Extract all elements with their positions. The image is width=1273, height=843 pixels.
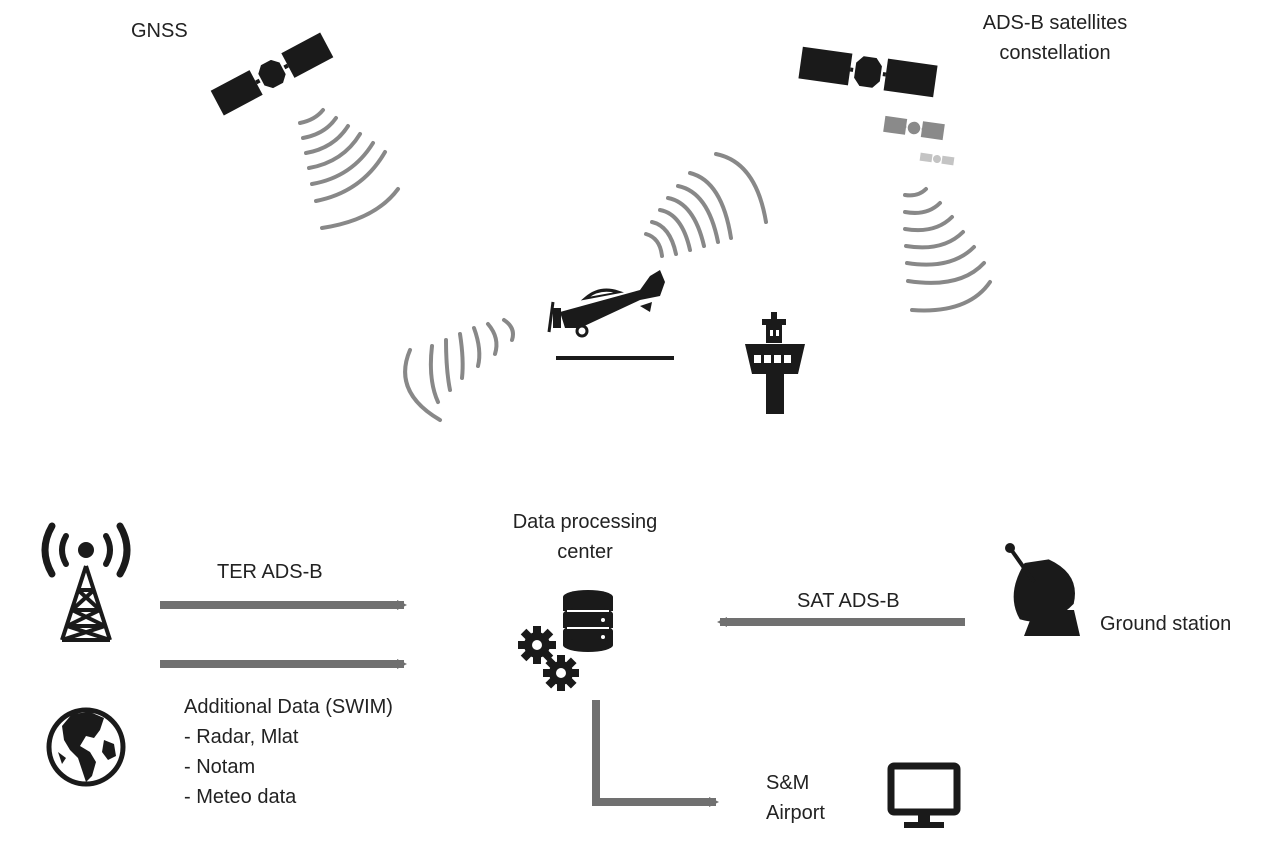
control-tower-icon [745,312,805,414]
additional-data-title: Additional Data (SWIM) [184,696,393,718]
additional-data-notam: - Notam [184,756,256,778]
adsb-constellation-label-line1: ADS-B satellites [982,12,1128,34]
additional-data-radar: - Radar, Mlat [184,726,299,748]
gnss-label: GNSS [131,20,188,42]
airplane-icon [547,270,674,360]
additional-data-meteo: - Meteo data [184,786,297,808]
satellite-dish-icon [1005,543,1080,636]
data-processing-label-line1: Data processing [512,511,658,533]
adsb-satellite-signal-waves [903,187,992,313]
sm-airport-label: S&M Airport [766,768,825,828]
adsb-satellite-mid-icon [883,115,945,141]
additional-data-block: Additional Data (SWIM) - Radar, Mlat - N… [184,692,393,812]
radio-tower-icon [41,522,131,642]
data-processing-label: Data processing center [490,507,680,567]
adsb-satellite-main-icon [798,46,938,98]
sm-airport-label-line1: S&M [766,772,810,794]
gnss-signal-waves [298,108,400,230]
ter-adsb-label: TER ADS-B [217,561,323,583]
gnss-satellite-icon [210,32,334,116]
arrows [160,600,965,807]
airplane-signal-waves-up [644,152,768,258]
sat-adsb-label: SAT ADS-B [797,590,900,612]
globe-icon [46,707,126,787]
ground-station-label: Ground station [1100,613,1232,635]
adsb-constellation-label-line2: constellation [999,42,1111,64]
airplane-signal-waves-down [403,318,515,422]
database-gears-icon [518,590,613,691]
sm-airport-label-line2: Airport [766,802,825,824]
monitor-icon [887,762,961,828]
data-processing-label-line2: center [557,541,613,563]
adsb-satellite-far-icon [919,152,955,166]
output-to-airport-arrow [592,700,719,807]
adsb-constellation-label: ADS-B satellites constellation [950,8,1160,68]
